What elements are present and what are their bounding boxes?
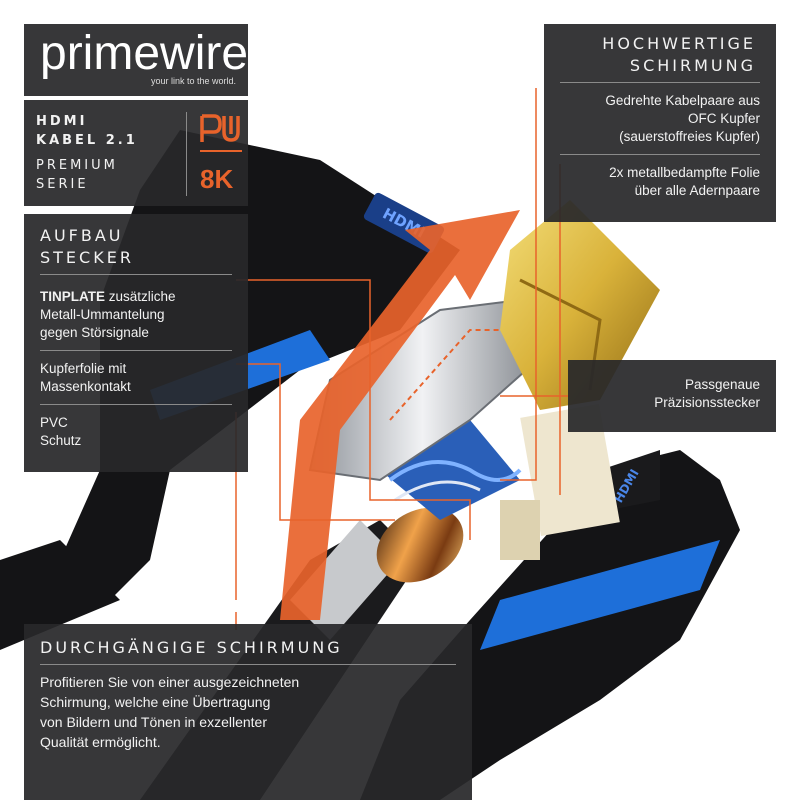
brand-tagline: your link to the world. <box>150 76 236 86</box>
aufbau-rule-2 <box>40 404 232 405</box>
badge-line-3: PREMIUM <box>36 158 118 173</box>
kupferfolie-line-2: Massenkontakt <box>40 379 131 394</box>
pvc-line-1: PVC <box>40 415 68 430</box>
durchgaengige-line-1: Profitieren Sie von einer ausgezeichnete… <box>40 674 300 690</box>
durchgaengige-line-2: Schirmung, welche eine Übertragung <box>40 694 271 710</box>
folie-line-1: 2x metallbedampfte Folie <box>609 165 760 180</box>
schirmung-heading-2: SCHIRMUNG <box>629 56 756 75</box>
durchgaengige-line-3: von Bildern und Tönen in exzellenter <box>40 714 268 730</box>
pvc-callout: PVC Schutz <box>40 414 81 450</box>
aufbau-heading-2: STECKER <box>40 248 134 267</box>
tinplate-text: zusätzliche <box>105 289 176 304</box>
kupferfolie-callout: Kupferfolie mit Massenkontakt <box>40 360 131 396</box>
kupferfolie-line-1: Kupferfolie mit <box>40 361 127 376</box>
badge-divider <box>186 112 187 196</box>
ofc-line-1: Gedrehte Kabelpaare aus <box>605 93 760 108</box>
resolution-label: 8K <box>200 164 234 194</box>
aufbau-heading-1: AUFBAU <box>40 226 124 245</box>
passgenau-line-1: Passgenaue <box>684 377 760 392</box>
gold-plug <box>500 200 660 560</box>
durchgaengige-rule <box>40 664 456 665</box>
durchgaengige-line-4: Qualität ermöglicht. <box>40 734 161 750</box>
product-badge: HDMI KABEL 2.1 PREMIUM SERIE 8K <box>24 100 248 206</box>
brand-logo: primewire your link to the world. <box>24 24 248 96</box>
tinplate-label: TINPLATE <box>40 289 105 304</box>
passgenau-callout: Passgenaue Präzisionsstecker <box>654 376 760 412</box>
durchgaengige-schirmung-panel: DURCHGÄNGIGE SCHIRMUNG Profitieren Sie v… <box>24 624 472 800</box>
pvc-line-2: Schutz <box>40 433 82 448</box>
schirmung-rule-1 <box>560 154 760 155</box>
badge-line-4: SERIE <box>36 177 89 192</box>
brand-wordmark: primewire <box>40 27 249 80</box>
passgenau-line-2: Präzisionsstecker <box>654 395 760 410</box>
hochwertige-schirmung-panel: HOCHWERTIGE SCHIRMUNG Gedrehte Kabelpaar… <box>544 24 776 222</box>
durchgaengige-heading: DURCHGÄNGIGE SCHIRMUNG <box>40 638 343 657</box>
tinplate-line-2: Metall-Ummantelung <box>40 307 165 322</box>
tinplate-callout: TINPLATE zusätzliche Metall-Ummantelung … <box>40 288 176 342</box>
aufbau-rule-1 <box>40 350 232 351</box>
arrow-up-right-icon <box>280 210 520 620</box>
schirmung-heading-1: HOCHWERTIGE <box>602 34 756 53</box>
tinplate-line-3: gegen Störsignale <box>40 325 149 340</box>
copper-shield <box>376 507 464 583</box>
schirmung-heading-rule <box>560 82 760 83</box>
aufbau-stecker-panel: AUFBAU STECKER TINPLATE zusätzliche Meta… <box>24 214 248 472</box>
folie-callout: 2x metallbedampfte Folie über alle Adern… <box>609 164 760 200</box>
ofc-line-3: (sauerstoffreies Kupfer) <box>619 129 760 144</box>
folie-line-2: über alle Adernpaare <box>634 183 760 198</box>
durchgaengige-text: Profitieren Sie von einer ausgezeichnete… <box>40 672 299 752</box>
passgenau-panel: Passgenaue Präzisionsstecker <box>568 360 776 432</box>
ofc-line-2: OFC Kupfer <box>687 111 760 126</box>
badge-accent-rule <box>200 150 242 152</box>
badge-line-1: HDMI <box>36 114 88 129</box>
ofc-callout: Gedrehte Kabelpaare aus OFC Kupfer (saue… <box>605 92 760 146</box>
aufbau-heading-rule <box>40 274 232 275</box>
pw-monogram-icon <box>200 114 240 142</box>
badge-line-2: KABEL 2.1 <box>36 133 138 148</box>
